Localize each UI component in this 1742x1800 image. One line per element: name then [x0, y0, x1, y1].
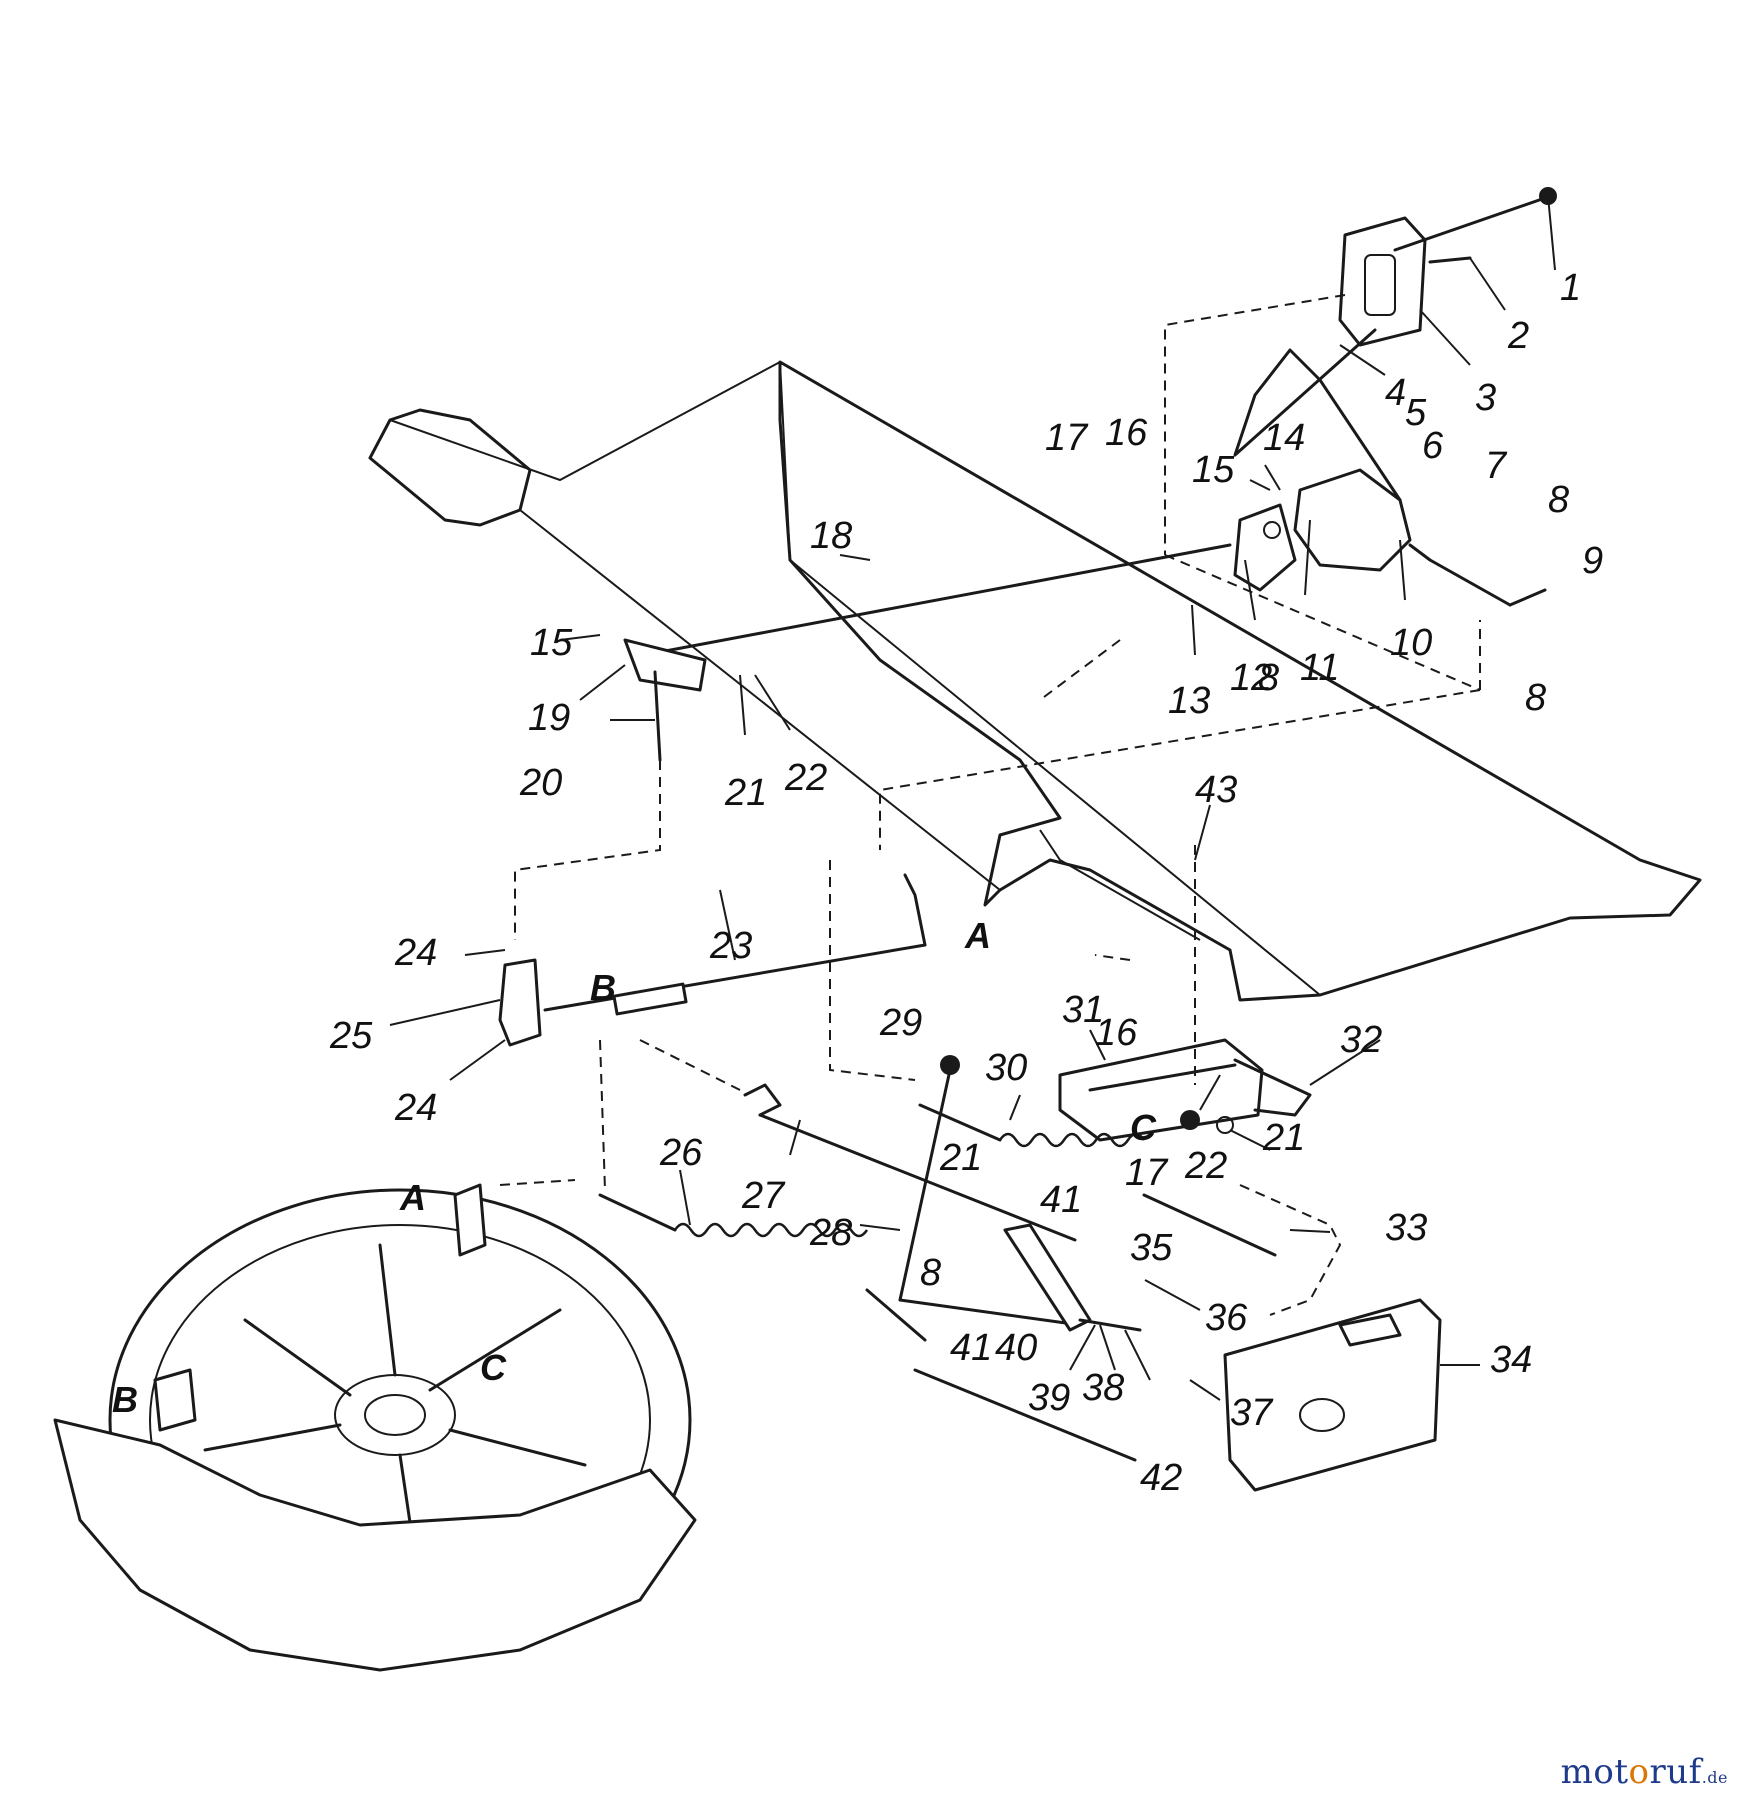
label-24: 24 [394, 932, 437, 974]
watermark-post: ruf [1649, 1752, 1702, 1792]
label-40: 40 [995, 1327, 1037, 1369]
watermark-suffix: .de [1701, 1768, 1728, 1787]
label-27: 27 [741, 1175, 786, 1217]
label-15: 15 [1192, 449, 1235, 491]
label-34: 34 [1490, 1339, 1532, 1381]
label-1: 1 [1560, 267, 1581, 309]
label-38: 38 [1082, 1367, 1124, 1409]
label-3: 3 [1475, 377, 1496, 419]
connector-A-top: A [964, 915, 991, 956]
part-labels: 1 2 3 4 5 6 7 8 9 10 11 12 13 14 15 16 1… [329, 267, 1603, 1499]
label-28: 28 [809, 1212, 852, 1254]
label-33: 33 [1385, 1207, 1427, 1249]
shift-lever-assembly [1233, 187, 1557, 607]
label-30: 30 [985, 1047, 1027, 1089]
watermark-pre: mot [1560, 1752, 1629, 1792]
label-26: 26 [659, 1132, 703, 1174]
label-8b: 8 [1258, 657, 1279, 699]
label-5: 5 [1405, 392, 1427, 434]
label-9: 9 [1582, 540, 1603, 582]
label-29: 29 [879, 1002, 922, 1044]
label-24b: 24 [394, 1087, 437, 1129]
brake-rod [498, 873, 927, 1047]
watermark-logo: motoruf.de [1561, 1752, 1728, 1792]
label-6: 6 [1422, 425, 1444, 467]
label-20: 20 [519, 762, 562, 804]
label-21c: 21 [1262, 1117, 1305, 1159]
label-32: 32 [1340, 1019, 1382, 1061]
label-8: 8 [1548, 479, 1569, 521]
label-13: 13 [1168, 680, 1210, 722]
label-43: 43 [1195, 769, 1237, 811]
connector-C-top: C [1130, 1107, 1157, 1148]
springs [598, 1103, 1277, 1342]
label-17: 17 [1045, 417, 1089, 459]
label-37: 37 [1230, 1392, 1274, 1434]
assembly-guide-lines [499, 294, 1481, 1191]
label-31: 31 [1062, 989, 1104, 1031]
watermark-o: o [1628, 1752, 1650, 1792]
connector-C-bottom: C [480, 1347, 507, 1388]
label-35: 35 [1130, 1227, 1173, 1269]
label-21: 21 [724, 772, 767, 814]
label-10: 10 [1390, 622, 1432, 664]
connector-A-bottom: A [399, 1177, 426, 1218]
label-39: 39 [1028, 1377, 1070, 1419]
connection-labels: A A B B C C [112, 915, 1157, 1420]
label-42: 42 [1140, 1457, 1182, 1499]
label-15b: 15 [530, 622, 573, 664]
label-8d: 8 [920, 1252, 941, 1294]
label-17b: 17 [1125, 1152, 1169, 1194]
label-21b: 21 [939, 1137, 982, 1179]
label-11: 11 [1300, 647, 1339, 689]
label-14: 14 [1263, 417, 1305, 459]
label-16: 16 [1105, 412, 1148, 454]
label-22: 22 [784, 757, 827, 799]
connector-B-bottom: B [112, 1379, 138, 1420]
label-2: 2 [1507, 315, 1529, 357]
label-16b: 16 [1095, 1012, 1138, 1054]
label-4: 4 [1385, 372, 1406, 414]
frame-panel [368, 360, 1702, 1002]
label-25: 25 [329, 1015, 373, 1057]
label-19: 19 [528, 697, 570, 739]
cover-plate [1223, 1184, 1442, 1492]
bracket-assembly [1058, 1038, 1312, 1142]
connector-B-top: B [590, 967, 616, 1008]
pulley-housing [53, 1183, 697, 1672]
label-22b: 22 [1184, 1145, 1227, 1187]
label-18: 18 [810, 515, 852, 557]
label-36: 36 [1205, 1297, 1248, 1339]
leader-lines [389, 195, 1556, 1401]
label-7: 7 [1485, 445, 1508, 487]
label-41: 41 [950, 1327, 992, 1369]
label-23: 23 [709, 925, 752, 967]
label-8c: 8 [1525, 677, 1546, 719]
linkage-rod [623, 543, 1232, 762]
control-rods [743, 1055, 1142, 1462]
label-12: 12 [1230, 657, 1272, 699]
label-41b: 41 [1040, 1179, 1082, 1221]
